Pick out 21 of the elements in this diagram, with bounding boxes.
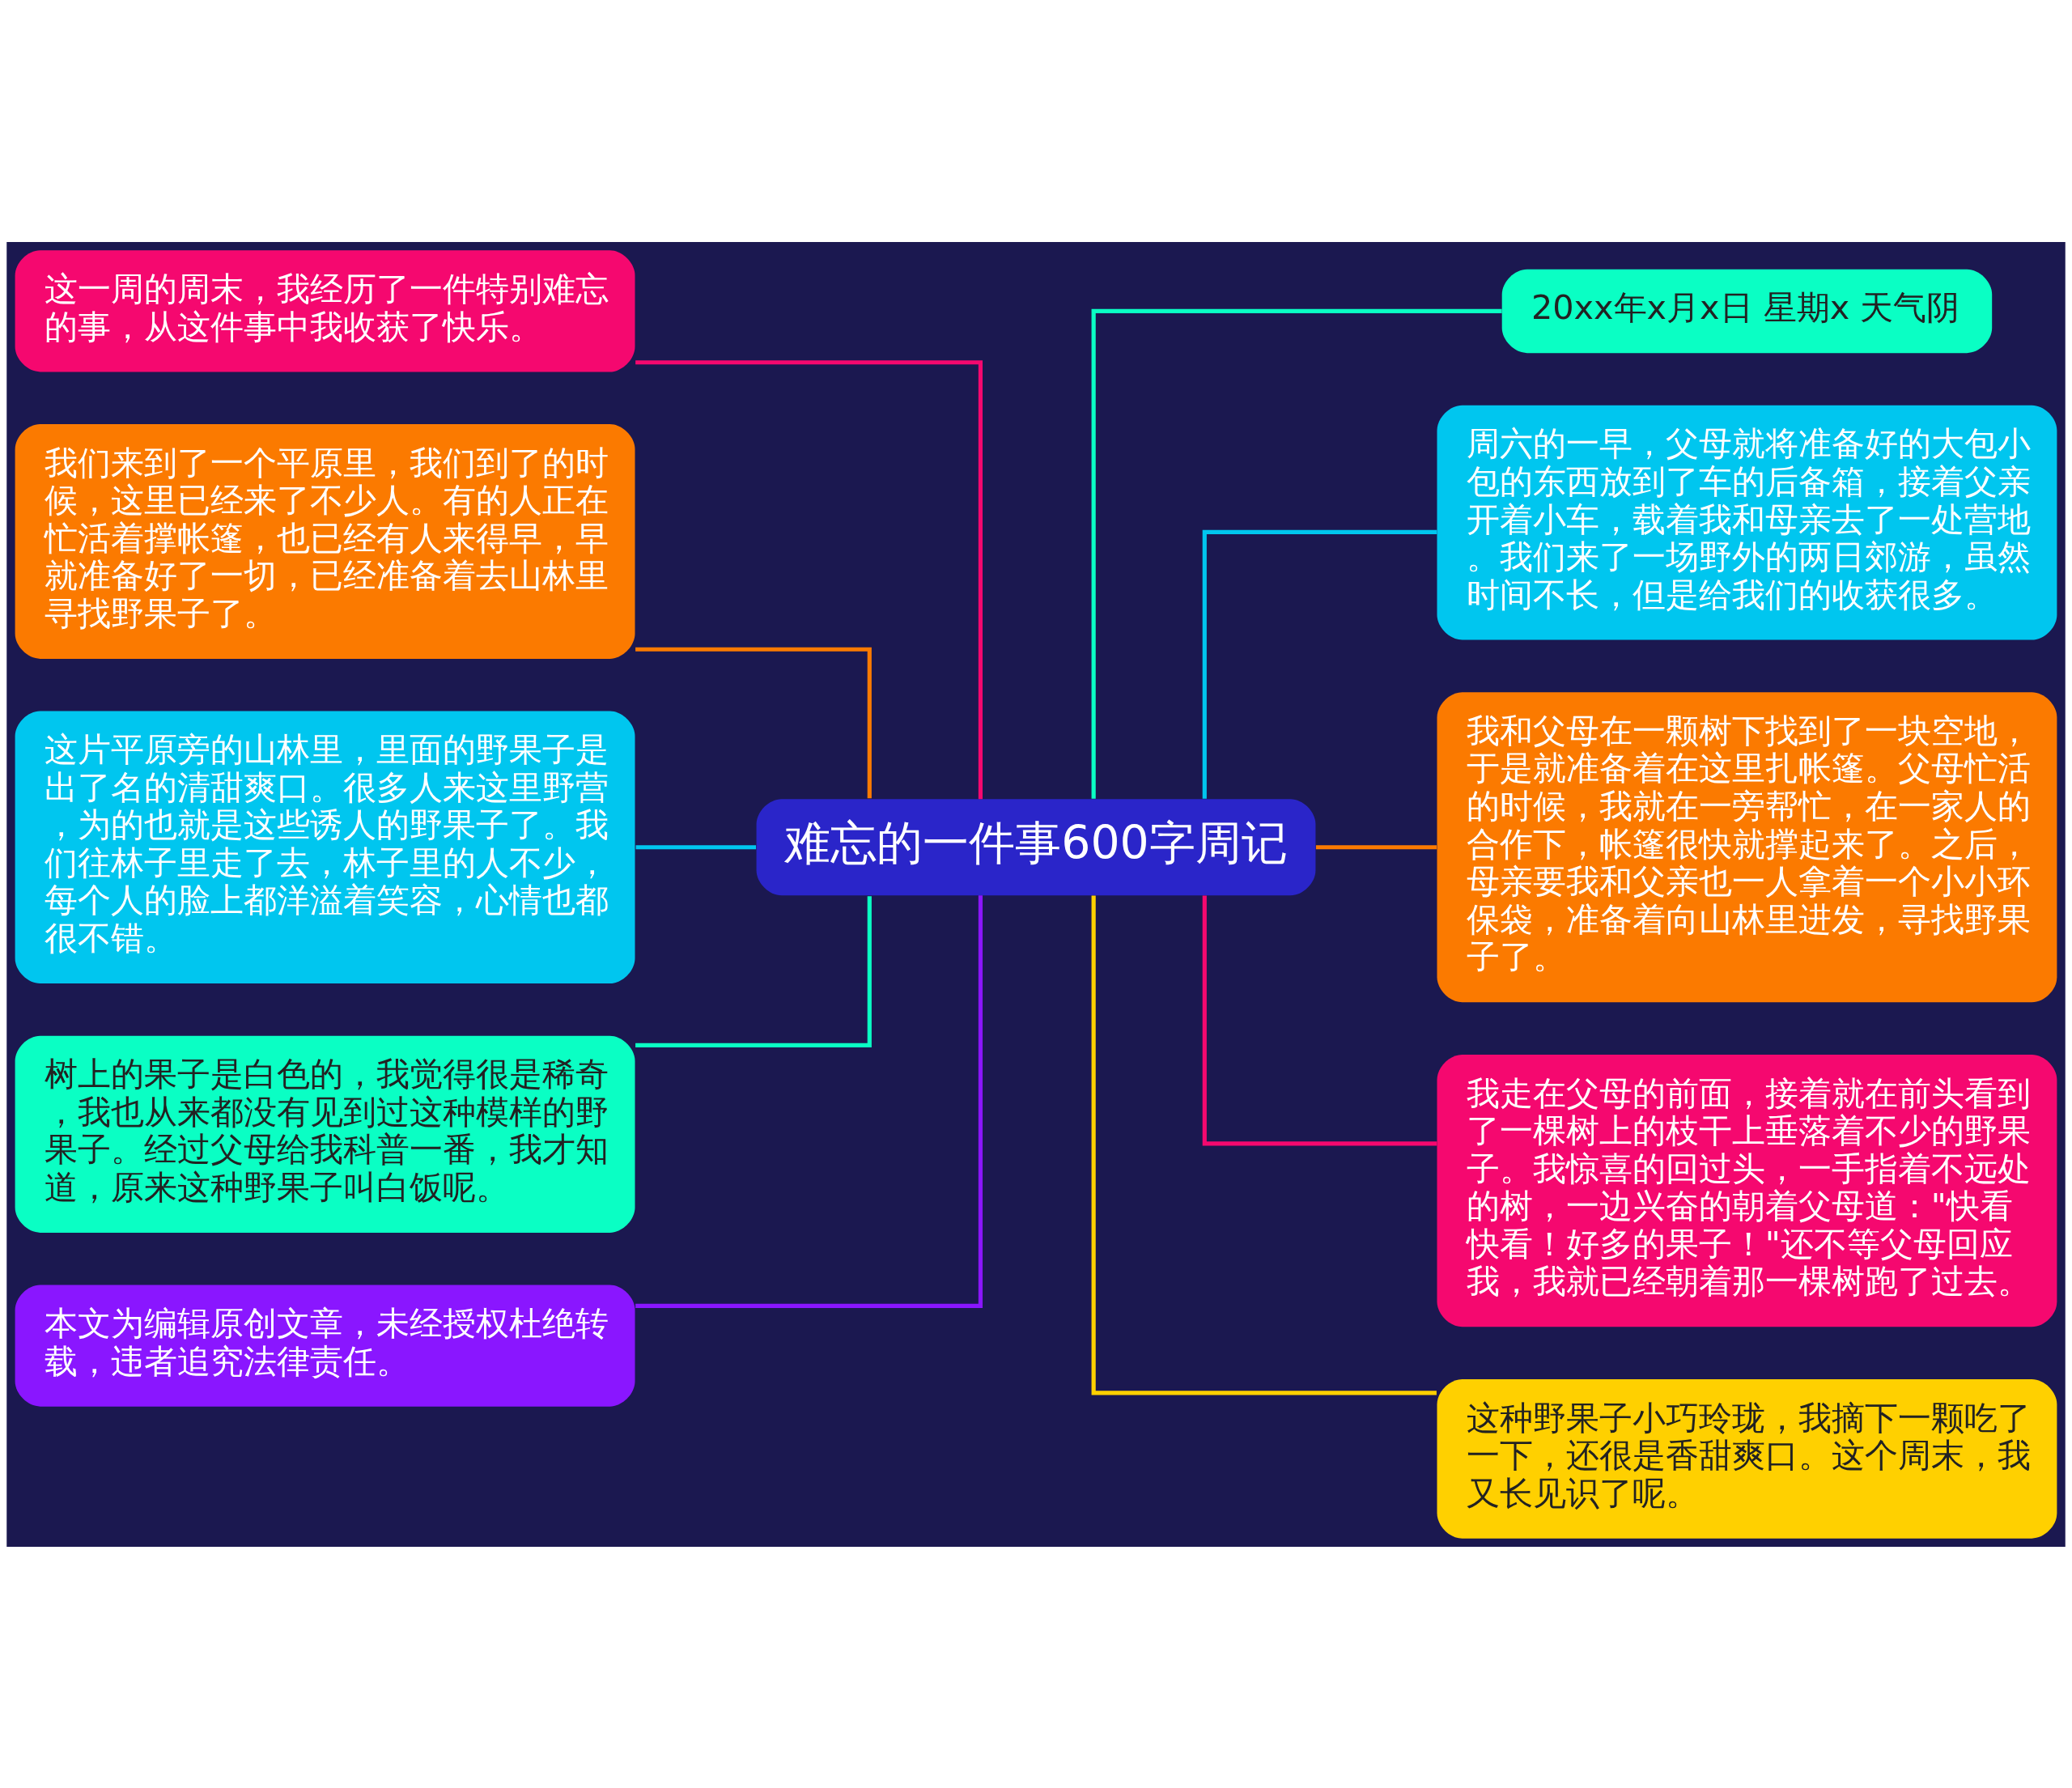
connector: [635, 894, 983, 1308]
connector: [1202, 894, 1437, 1145]
connector: [1091, 895, 1437, 1395]
node-box: 树上的果子是白色的，我觉得很是稀奇，我也从来都没有见到过这种模样的野果子。经过父母给我科普一番，我才知道，原来这种野果子叫白饭呢。: [15, 1035, 635, 1233]
connector: [1091, 308, 1502, 799]
connector: [1202, 529, 1437, 799]
node-box: 我和父母在一颗树下找到了一块空地，于是就准备着在这里扎帐篷。父母忙活的时候，我就在一旁帮忙，在一家人的合作下，帐篷很快就撑起来了。之后，母亲要我和父亲也一人拿着一个小小环保袋，准备着向山林里进发，寻找野果子了。: [1437, 691, 2057, 1002]
node-box: 我们来到了一个平原里，我们到了的时候，这里已经来了不少人。有的人正在忙活着撑帐篷，也已经有人来得早，早就准备好了一切，已经准备着去山林里寻找野果子了。: [15, 423, 635, 659]
connector: [1315, 844, 1437, 849]
node-box: 周六的一早，父母就将准备好的大包小包的东西放到了车的后备箱，接着父亲开着小车，载着我和母亲去了一处营地。我们来了一场野外的两日郊游，虽然时间不长，但是给我们的收获很多。: [1437, 405, 2057, 640]
node-box: 我走在父母的前面，接着就在前头看到了一棵树上的枝干上垂落着不少的野果子。我惊喜的回过头，一手指着不远处的树，一边兴奋的朝着父母道："快看快看！好多的果子！"还不等父母回应我，我就已经朝着那一棵树跑了过去。: [1437, 1054, 2057, 1327]
connector: [635, 647, 872, 798]
connector: [635, 359, 983, 799]
connector: [635, 895, 872, 1047]
node-box: 难忘的一件事600字周记: [756, 798, 1316, 895]
node-box: 本文为编辑原创文章，未经授权杜绝转载，违者追究法律责任。: [15, 1285, 635, 1407]
node-box: 20xx年x月x日 星期x 天气阴: [1501, 269, 1993, 353]
node-box: 这种野果子小巧玲珑，我摘下一颗吃了一下，还很是香甜爽口。这个周末，我又长见识了呢。: [1437, 1378, 2057, 1539]
connector: [635, 844, 757, 849]
node-box: 这片平原旁的山林里，里面的野果子是出了名的清甜爽口。很多人来这里野营，为的也就是这些诱人的野果子了。我们往林子里走了去，林子里的人不少，每个人的脸上都洋溢着笑容，心情也都很不错。: [15, 711, 635, 983]
node-box: 这一周的周末，我经历了一件特别难忘的事，从这件事中我收获了快乐。: [15, 249, 635, 372]
